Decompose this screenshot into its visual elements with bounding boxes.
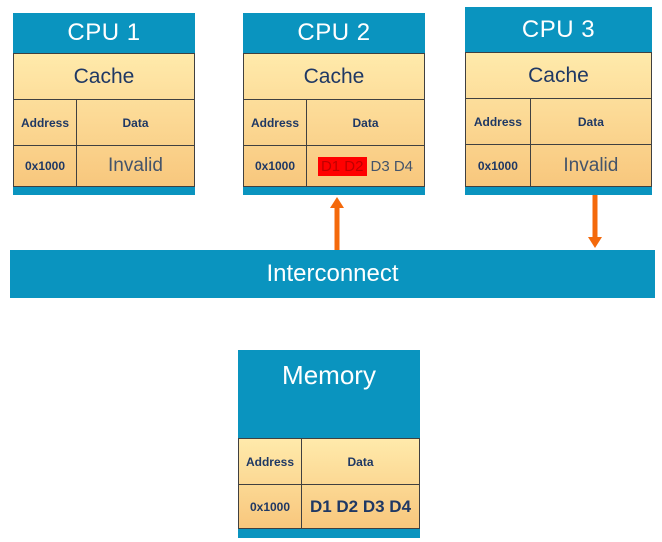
memory-title: Memory xyxy=(282,359,376,390)
cpu2-cache-label: Cache xyxy=(244,54,424,100)
cpu3-address-header: Address xyxy=(466,99,531,144)
memory-table: Address Data 0x1000 D1 D2 D3 D4 xyxy=(238,438,420,529)
cpu3-table-value-row: 0x1000 Invalid xyxy=(466,145,651,186)
arrow-shaft xyxy=(592,195,598,238)
cpu1-table-header-row: Address Data xyxy=(14,100,194,146)
cpu1-cache-label: Cache xyxy=(14,54,194,100)
cpu1-title: CPU 1 xyxy=(67,19,141,46)
cpu2-data-header: Data xyxy=(352,115,379,130)
cpu3-block: CPU 3 Cache Address Data 0x1000 Invalid xyxy=(465,7,652,195)
cpu2-table-header-row: Address Data xyxy=(244,100,424,146)
cpu1-data-header: Data xyxy=(122,115,149,130)
cpu3-cache-label: Cache xyxy=(466,53,651,99)
cpu2-block: CPU 2 Cache Address Data 0x1000 D1 D2 D3… xyxy=(243,13,425,195)
cpu2-data-rest: D3 D4 xyxy=(370,157,414,175)
cpu2-address-header: Address xyxy=(244,100,307,145)
cpu2-data-value: D1 D2 D3 D4 xyxy=(307,146,424,186)
cpu2-modified-data-highlight: D1 D2 xyxy=(317,156,367,176)
cpu1-table-value-row: 0x1000 Invalid xyxy=(14,146,194,186)
cpu2-cache-table: Cache Address Data 0x1000 D1 D2 D3 D4 xyxy=(243,53,425,187)
interconnect-bar: Interconnect xyxy=(10,250,655,298)
memory-address-header: Address xyxy=(239,439,302,484)
arrow-down-head-icon xyxy=(588,237,602,248)
memory-block: Memory Address Data 0x1000 D1 D2 D3 D4 xyxy=(238,350,420,538)
cpu1-data-value: Invalid xyxy=(108,155,163,176)
memory-table-header-row: Address Data xyxy=(239,439,419,485)
cpu3-to-interconnect-arrow-icon xyxy=(588,195,602,248)
cpu2-title: CPU 2 xyxy=(297,19,371,46)
cpu1-address-value: 0x1000 xyxy=(14,146,77,186)
cpu1-address-header: Address xyxy=(14,100,77,145)
cpu3-data-header: Data xyxy=(577,114,604,129)
cpu3-data-value: Invalid xyxy=(563,154,619,176)
cpu2-address-value: 0x1000 xyxy=(244,146,307,186)
interconnect-to-cpu2-arrow-icon xyxy=(330,197,344,250)
cpu3-cache-table: Cache Address Data 0x1000 Invalid xyxy=(465,52,652,187)
memory-data-header: Data xyxy=(347,454,374,469)
cpu3-table-header-row: Address Data xyxy=(466,99,651,145)
cpu3-title: CPU 3 xyxy=(521,15,596,43)
memory-table-value-row: 0x1000 D1 D2 D3 D4 xyxy=(239,485,419,528)
cpu3-address-value: 0x1000 xyxy=(466,145,531,186)
arrow-up-head-icon xyxy=(330,197,344,208)
arrow-shaft xyxy=(334,207,340,250)
memory-address-value: 0x1000 xyxy=(239,485,302,528)
cpu2-table-value-row: 0x1000 D1 D2 D3 D4 xyxy=(244,146,424,186)
cpu1-block: CPU 1 Cache Address Data 0x1000 Invalid xyxy=(13,13,195,195)
cpu1-cache-table: Cache Address Data 0x1000 Invalid xyxy=(13,53,195,187)
memory-data-value: D1 D2 D3 D4 xyxy=(309,496,412,516)
